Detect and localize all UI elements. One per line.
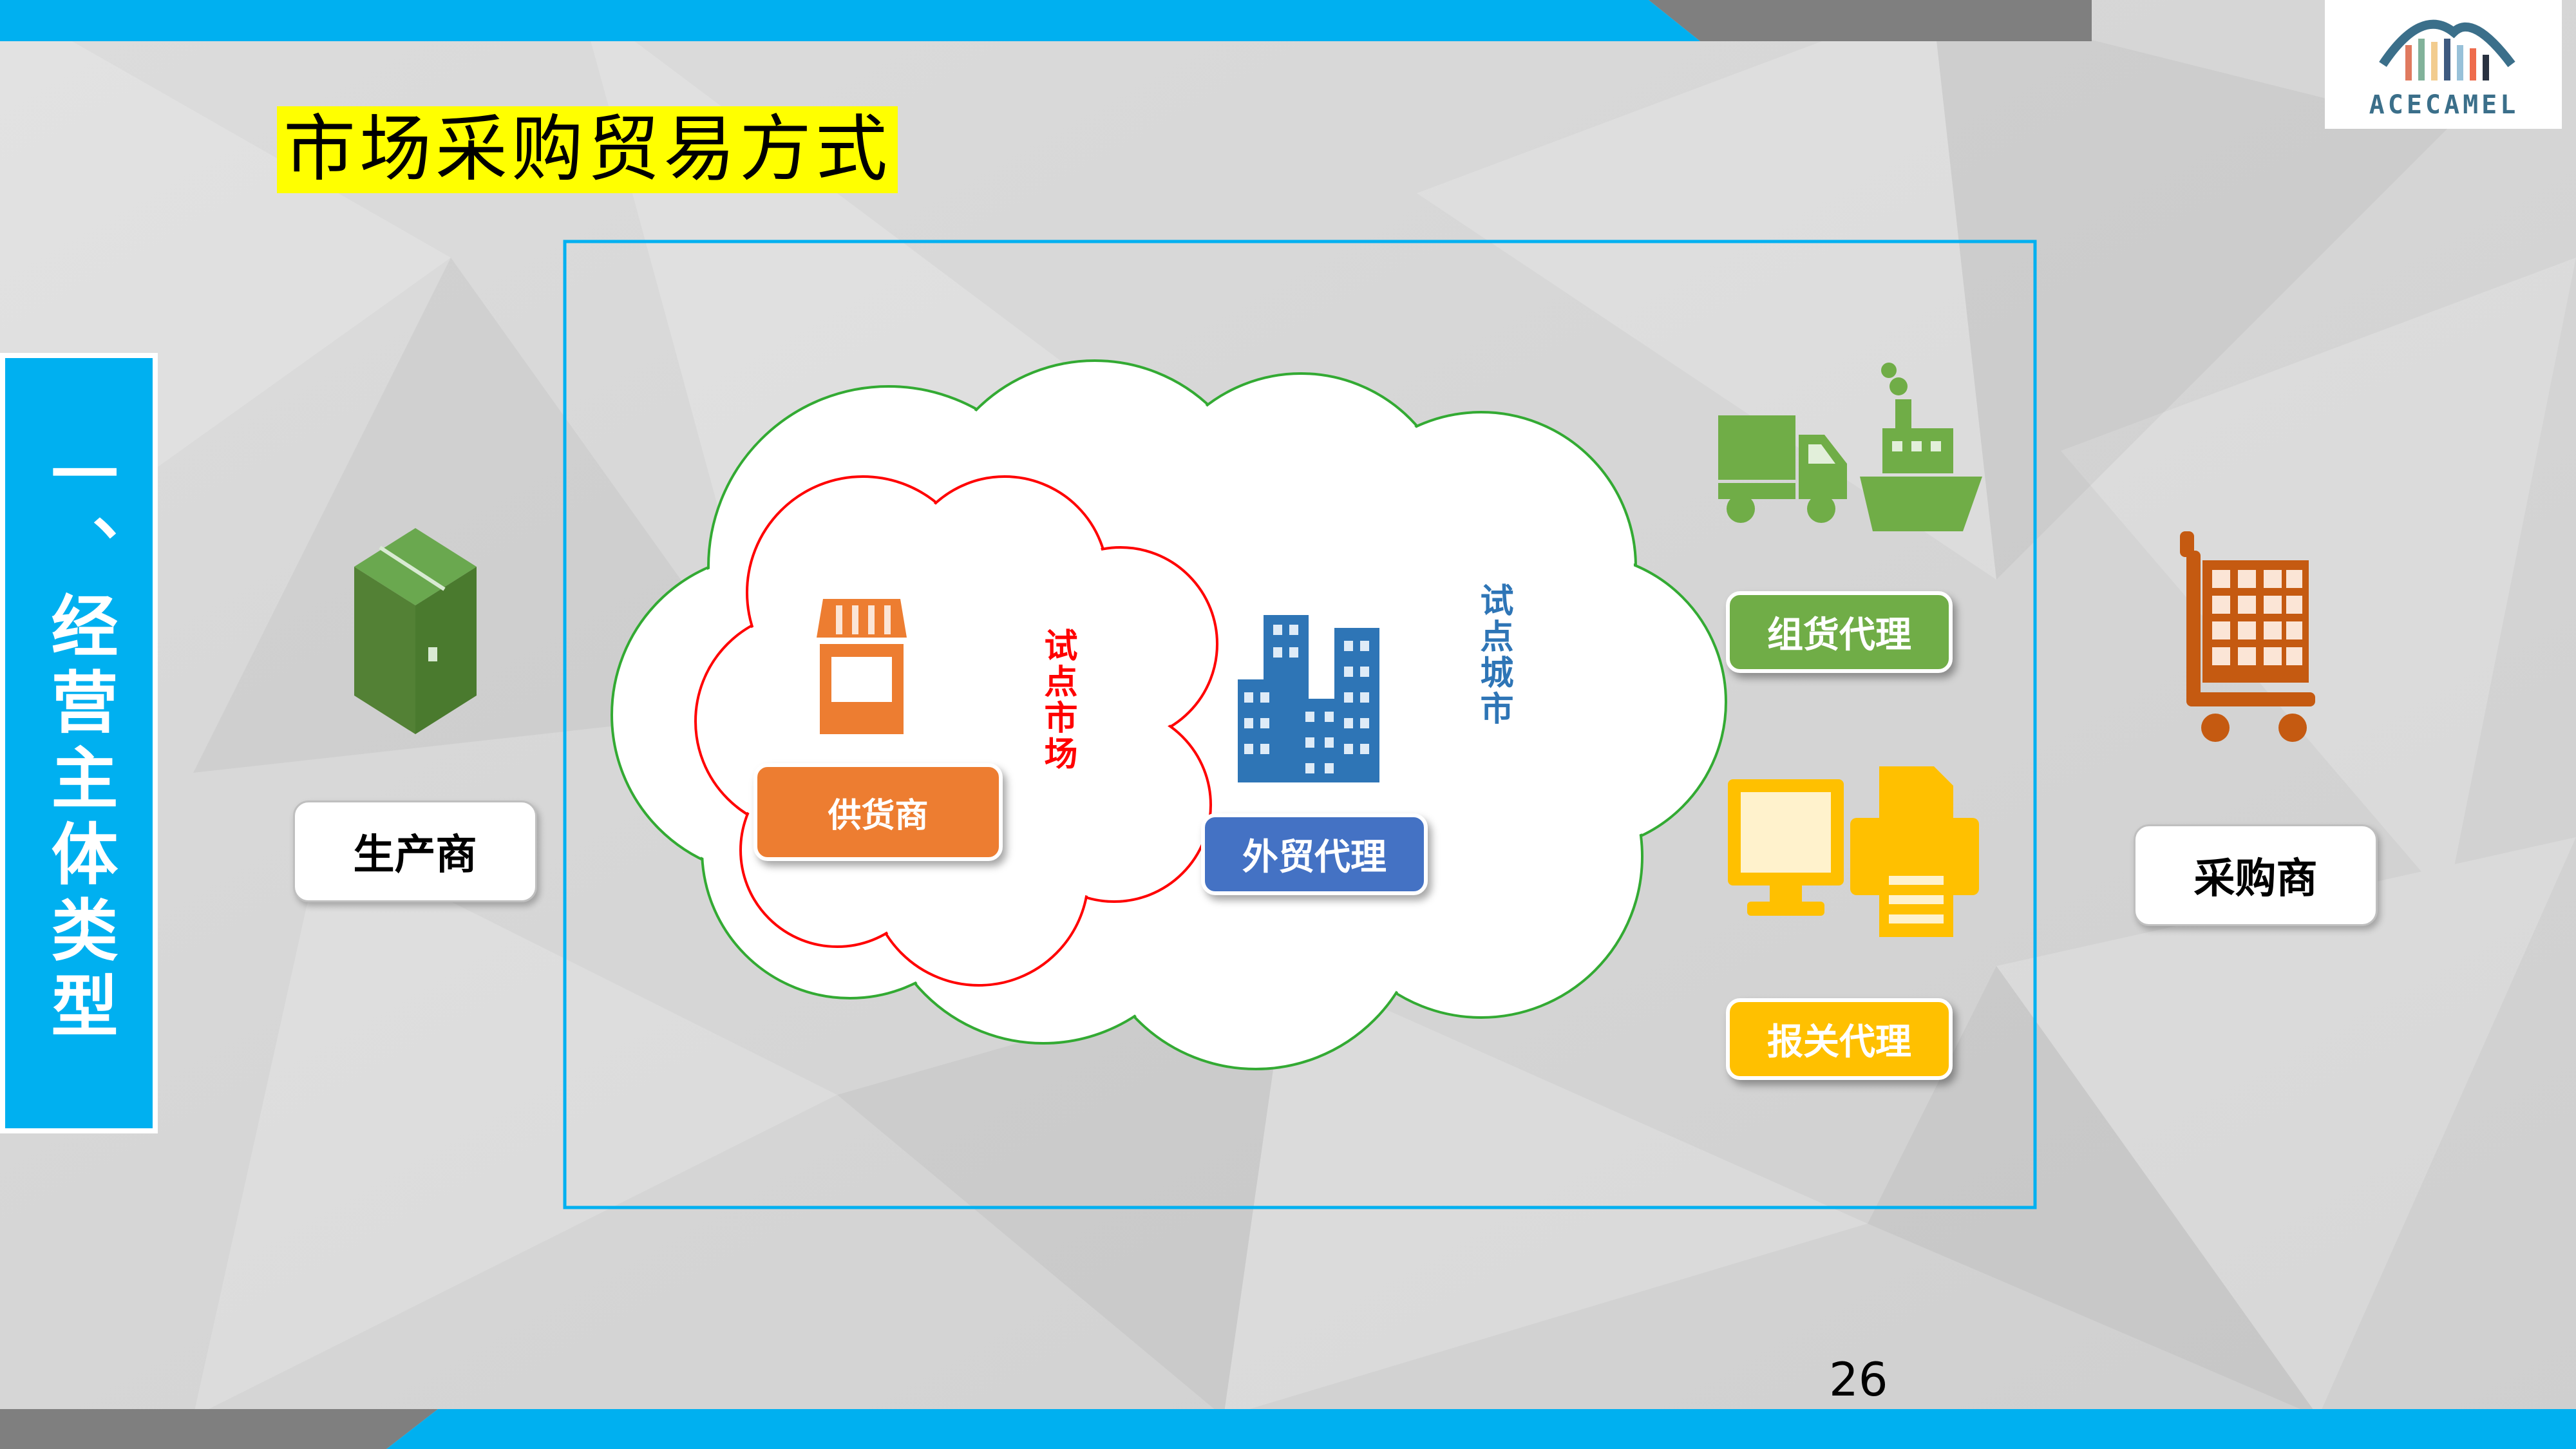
foreign-trade-agent-label: 外贸代理 bbox=[1201, 813, 1428, 895]
consolidation-agent-label: 组货代理 bbox=[1726, 591, 1953, 673]
side-panel bbox=[0, 353, 158, 1133]
logo-mountain-icon bbox=[2379, 19, 2515, 80]
truck-icon bbox=[1718, 415, 1847, 523]
buildings-icon bbox=[1238, 615, 1379, 782]
supplier-label: 供货商 bbox=[753, 763, 1003, 861]
customs-agent-label: 报关代理 bbox=[1726, 998, 1953, 1080]
top-gray-bar bbox=[1649, 0, 2092, 41]
cart-icon bbox=[2180, 531, 2315, 742]
ship-icon bbox=[1860, 363, 1982, 531]
pilot-market-label: 试点市场 bbox=[1038, 628, 1077, 772]
pilot-city-label: 试点城市 bbox=[1474, 583, 1513, 727]
bottom-blue-bar bbox=[386, 1409, 2576, 1449]
bottom-gray-bar bbox=[0, 1409, 438, 1449]
logo bbox=[2325, 0, 2562, 129]
computer-icon bbox=[1728, 779, 1844, 916]
logo-text: ACECAMEL bbox=[2369, 90, 2519, 120]
diagram-frame bbox=[563, 240, 2037, 1209]
store-icon bbox=[817, 599, 907, 734]
side-heading: 一、经营主体类型 bbox=[39, 439, 118, 1047]
page-title: 市场采购贸易方式 bbox=[277, 106, 898, 193]
box-icon bbox=[354, 528, 477, 734]
top-blue-bar bbox=[0, 0, 1700, 41]
producer-label: 生产商 bbox=[293, 800, 537, 902]
printer-icon bbox=[1850, 766, 1979, 937]
page-number: 26 bbox=[1829, 1352, 1888, 1406]
buyer-label: 采购商 bbox=[2134, 824, 2378, 926]
